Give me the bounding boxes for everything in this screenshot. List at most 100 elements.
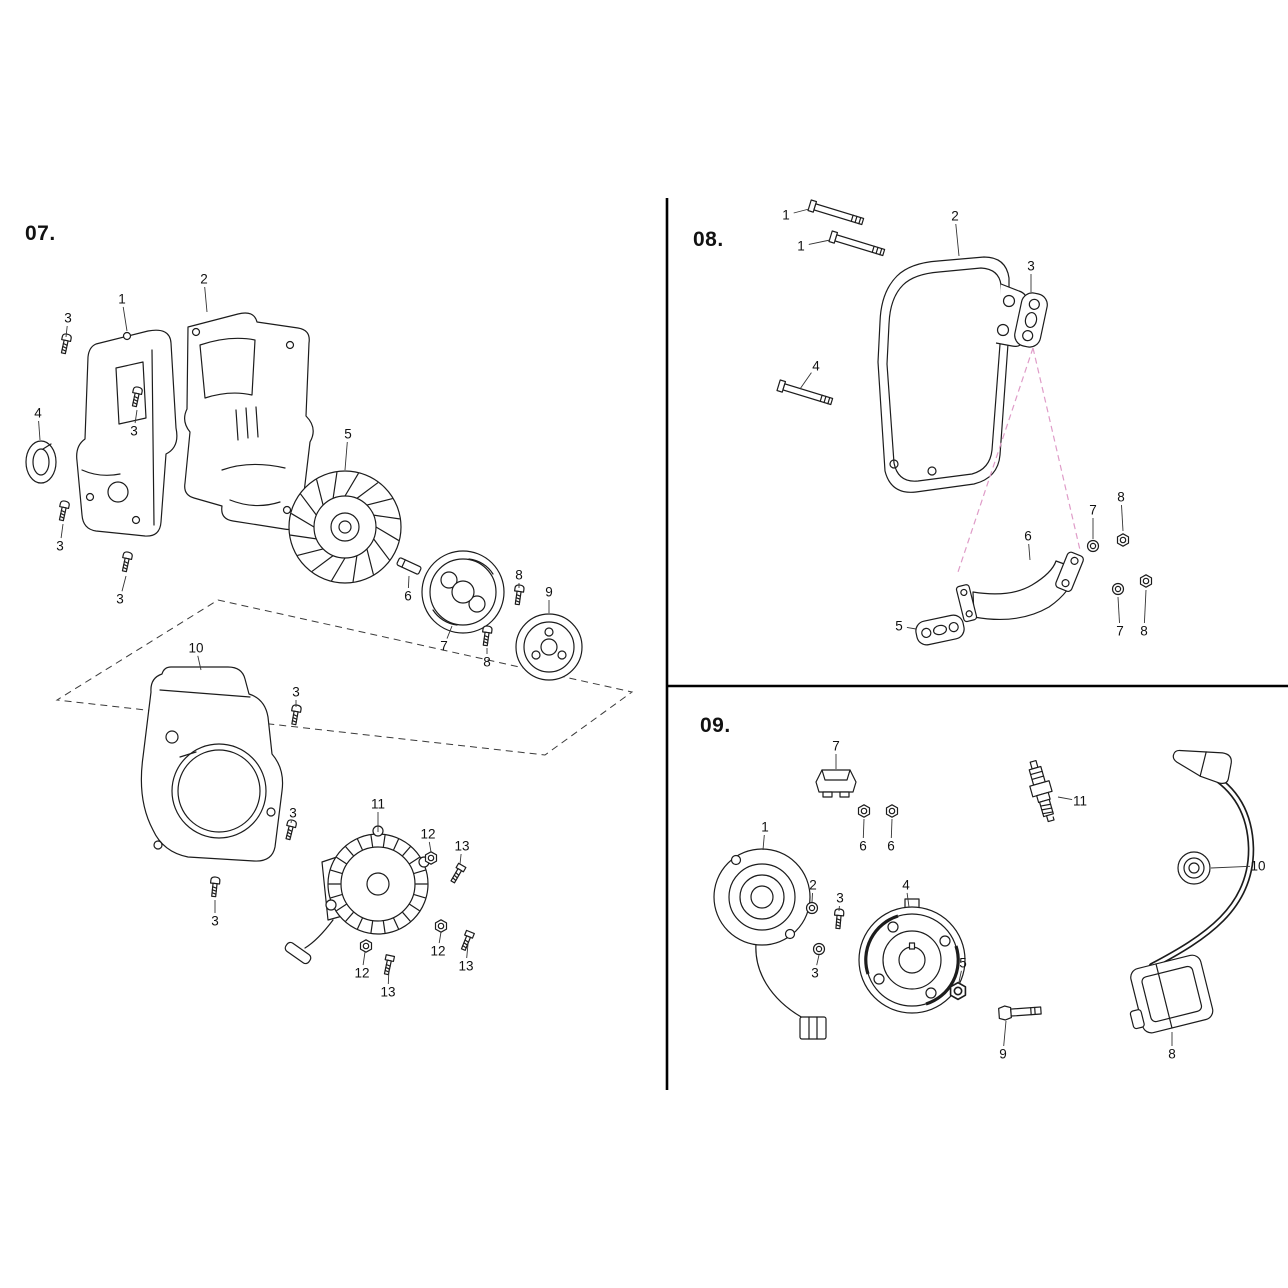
part-number-label: 11 — [1073, 794, 1087, 809]
section-08-art — [776, 199, 1153, 646]
part-number-label: 3 — [836, 891, 844, 906]
leader-line — [799, 372, 812, 390]
bolt — [776, 379, 834, 408]
leader-line — [446, 625, 453, 639]
part-number-label: 2 — [200, 272, 208, 287]
leader-line — [197, 655, 202, 671]
fan-cover-outer — [184, 312, 314, 531]
part-number-label: 3 — [1027, 259, 1035, 274]
leader-line — [204, 286, 208, 313]
part-number-label: 4 — [812, 359, 820, 374]
part-number-label: 8 — [483, 655, 491, 670]
part-number-label: 12 — [354, 966, 369, 981]
part-number-label: 2 — [809, 878, 817, 893]
leader-line — [793, 208, 810, 214]
spark-plug-boot — [1172, 749, 1232, 785]
part-number-label: 8 — [1140, 624, 1148, 639]
leader-line — [362, 951, 366, 966]
leader-line — [1057, 796, 1073, 801]
leader-line — [407, 575, 410, 589]
stator — [713, 848, 811, 946]
trigger-coil — [815, 769, 857, 798]
part-number-label: 12 — [430, 944, 445, 959]
leader-line — [344, 441, 348, 471]
flywheel-rotor — [858, 898, 966, 1014]
screw — [283, 818, 298, 841]
leader-line — [808, 239, 831, 245]
section-09-label: 09. — [700, 714, 731, 737]
screw — [288, 703, 303, 726]
fan-cover-inner — [76, 329, 178, 537]
washer — [812, 942, 826, 956]
part-number-label: 1 — [797, 239, 805, 254]
leader-line — [466, 943, 469, 959]
ignition-coil — [1129, 954, 1214, 1034]
part-number-label: 6 — [404, 589, 412, 604]
part-number-label: 6 — [887, 839, 895, 854]
leader-line — [1143, 589, 1147, 624]
part-number-label: 13 — [380, 985, 395, 1000]
section-08-label: 08. — [693, 228, 724, 251]
leader-line — [60, 523, 64, 539]
screw — [119, 550, 134, 573]
bolt — [458, 929, 475, 952]
part-number-label: 3 — [211, 914, 219, 929]
part-number-label: 3 — [289, 806, 297, 821]
part-number-label: 1 — [782, 208, 790, 223]
leader-line — [122, 306, 128, 332]
part-number-label: 5 — [344, 427, 352, 442]
leader-line — [958, 970, 962, 983]
leader-line — [38, 420, 41, 441]
washer — [1111, 582, 1125, 596]
bolt — [807, 199, 865, 228]
screw — [208, 875, 221, 898]
part-number-label: 10 — [188, 641, 203, 656]
recoil-starter — [284, 825, 430, 965]
exhaust-gasket — [1014, 292, 1048, 348]
leader-line — [121, 575, 127, 592]
screw — [480, 624, 494, 647]
leader-line — [762, 834, 765, 851]
assembly-plane-outline — [55, 599, 634, 756]
leader-line — [906, 892, 910, 908]
leader-line — [387, 967, 390, 985]
part-number-label: 6 — [859, 839, 867, 854]
part-number-label: 9 — [545, 585, 553, 600]
leader-line — [816, 954, 820, 966]
part-number-label: 1 — [761, 820, 769, 835]
leader-line — [438, 931, 442, 944]
part-number-label: 9 — [999, 1047, 1007, 1062]
clutch-drum — [515, 613, 583, 681]
part-number-label: 3 — [116, 592, 124, 607]
spark-plug — [1028, 759, 1055, 823]
leader-line — [862, 818, 865, 839]
section-07-art — [25, 312, 634, 976]
bolt — [828, 230, 886, 259]
part-number-label: 12 — [420, 827, 435, 842]
leader-line — [1003, 1020, 1007, 1047]
part-number-label: 1 — [118, 292, 126, 307]
callout-layer: 1233433567889103331112131213121311234567… — [34, 208, 1265, 1062]
nut — [1116, 533, 1130, 547]
nut — [434, 919, 448, 933]
blower-housing — [140, 666, 284, 862]
leader-line — [811, 892, 813, 903]
part-number-label: 6 — [1024, 529, 1032, 544]
part-number-label: 11 — [371, 797, 385, 812]
leader-line — [955, 223, 960, 257]
bolt — [998, 1005, 1042, 1021]
part-number-label: 8 — [515, 568, 523, 583]
part-number-label: 3 — [292, 685, 300, 700]
part-number-label: 13 — [458, 959, 473, 974]
section-09-art — [713, 749, 1255, 1040]
leader-line — [906, 626, 917, 630]
part-number-label: 8 — [1168, 1047, 1176, 1062]
part-number-label: 5 — [895, 619, 903, 634]
leader-line — [65, 325, 68, 338]
leader-line — [1121, 504, 1124, 532]
part-number-label: 7 — [1089, 503, 1097, 518]
leader-line — [890, 818, 893, 839]
exhaust-pipe — [955, 551, 1084, 623]
part-number-label: 4 — [902, 878, 910, 893]
